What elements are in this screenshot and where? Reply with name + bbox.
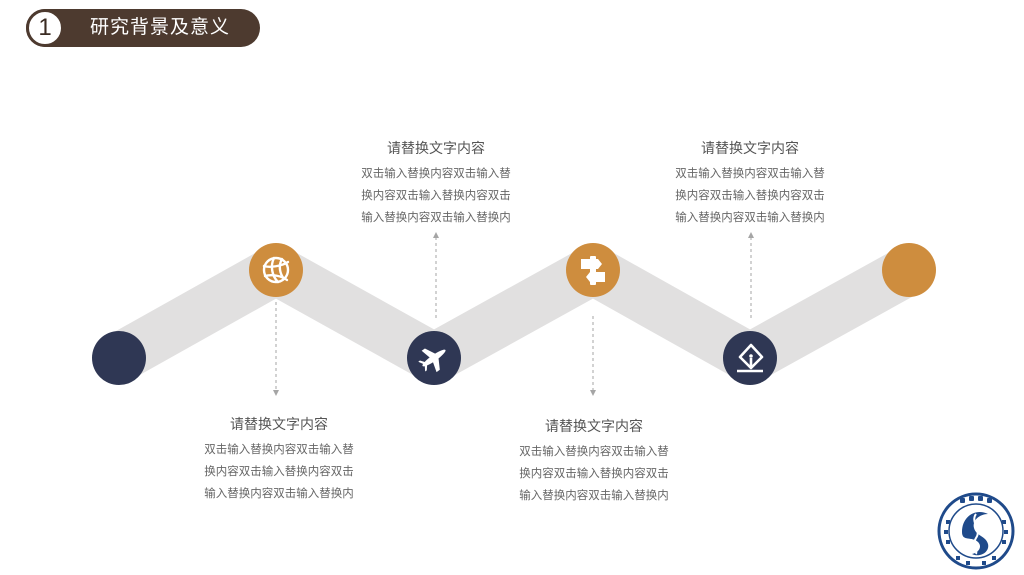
step-title: 请替换文字内容 — [387, 142, 485, 157]
step-line: 双击输入替换内容双击输入替 — [361, 168, 511, 180]
step-title: 请替换文字内容 — [545, 420, 643, 435]
step-text-3: 请替换文字内容 双击输入替换内容双击输入替 换内容双击输入替换内容双击 输入替换… — [494, 417, 694, 507]
arrowhead-down-1 — [273, 390, 279, 396]
step-line: 双击输入替换内容双击输入替 — [204, 444, 354, 456]
end-node — [882, 243, 936, 297]
step-title: 请替换文字内容 — [701, 142, 799, 157]
step-node-1 — [249, 243, 303, 297]
step-line: 输入替换内容双击输入替换内 — [361, 212, 511, 224]
arrowhead-down-3 — [590, 390, 596, 396]
pen-nib-icon — [737, 343, 764, 373]
section-number: 1 — [26, 9, 64, 47]
step-line: 换内容双击输入替换内容双击 — [519, 468, 669, 480]
zigzag-band — [94, 245, 934, 383]
step-text-2: 请替换文字内容 双击输入替换内容双击输入替 换内容双击输入替换内容双击 输入替换… — [336, 139, 536, 229]
step-line: 输入替换内容双击输入替换内 — [204, 488, 354, 500]
arrowhead-up-4 — [748, 232, 754, 238]
step-node-3 — [566, 243, 620, 297]
signpost-icon — [581, 256, 605, 285]
step-node-2 — [407, 331, 461, 385]
step-line: 双击输入替换内容双击输入替 — [519, 446, 669, 458]
basketball-icon — [262, 256, 290, 284]
step-line: 换内容双击输入替换内容双击 — [675, 190, 825, 202]
step-text-1: 请替换文字内容 双击输入替换内容双击输入替 换内容双击输入替换内容双击 输入替换… — [179, 415, 379, 505]
university-seal-logo — [937, 492, 1015, 570]
page-title: 研究背景及意义 — [90, 17, 231, 38]
step-line: 换内容双击输入替换内容双击 — [204, 466, 354, 478]
step-node-4 — [723, 331, 777, 385]
arrowhead-up-2 — [433, 232, 439, 238]
start-node — [92, 331, 146, 385]
step-title: 请替换文字内容 — [230, 418, 328, 433]
airplane-icon — [418, 348, 446, 373]
header-banner — [26, 9, 260, 47]
step-line: 输入替换内容双击输入替换内 — [519, 490, 669, 502]
step-line: 双击输入替换内容双击输入替 — [675, 168, 825, 180]
step-line: 换内容双击输入替换内容双击 — [361, 190, 511, 202]
step-line: 输入替换内容双击输入替换内 — [675, 212, 825, 224]
step-text-4: 请替换文字内容 双击输入替换内容双击输入替 换内容双击输入替换内容双击 输入替换… — [650, 139, 850, 229]
